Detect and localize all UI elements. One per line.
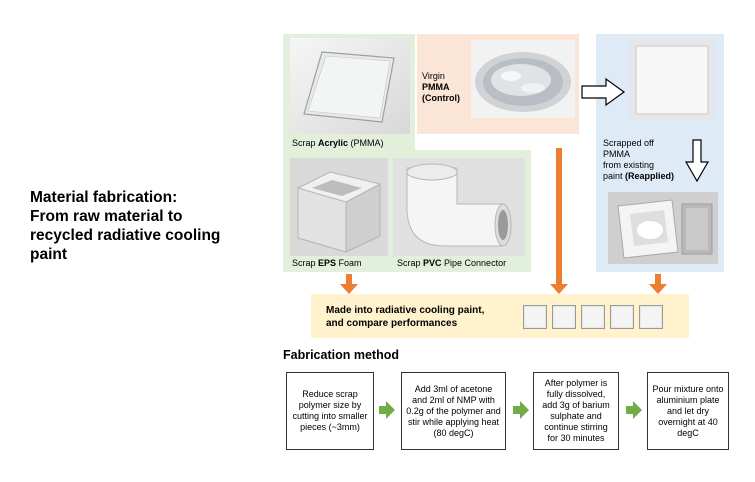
step-2-box: Add 3ml of acetone and 2ml of NMP with 0… — [401, 372, 506, 450]
virgin-pmma-label: Virgin PMMA (Control) — [422, 71, 460, 103]
paint-sample-4 — [610, 305, 634, 329]
paint-sample-3 — [581, 305, 605, 329]
pvc-pipe-photo — [393, 158, 525, 256]
fabrication-method-title: Fabrication method — [283, 348, 399, 362]
orange-arrow-reapplied-icon — [649, 274, 667, 294]
made-into-paint-text: Made into radiative cooling paint, and c… — [326, 305, 485, 329]
white-sample-photo — [630, 40, 714, 120]
scrap-eps-label: Scrap EPS Foam — [292, 258, 362, 268]
title-line-3: recycled radiative cooling — [30, 227, 221, 244]
title-line-2: From raw material to — [30, 208, 183, 225]
title-line-1: Material fabrication: — [30, 189, 178, 206]
pmma-pellets-photo — [471, 40, 575, 118]
step-3-box: After polymer is fully dissolved, add 3g… — [533, 372, 619, 450]
arrow-down-outline-icon — [684, 139, 710, 183]
arrow-right-outline-icon — [581, 77, 626, 107]
scrap-acrylic-label: Scrap Acrylic (PMMA) — [292, 138, 384, 148]
main-title: Material fabrication: From raw material … — [30, 188, 270, 264]
orange-arrow-eps-icon — [340, 274, 358, 294]
scrap-pvc-label: Scrap PVC Pipe Connector — [397, 258, 507, 268]
paint-sample-1 — [523, 305, 547, 329]
paint-sample-2 — [552, 305, 576, 329]
step-1-box: Reduce scrap polymer size by cutting int… — [286, 372, 374, 450]
green-arrow-2-icon — [513, 401, 529, 419]
paint-sample-5 — [639, 305, 663, 329]
scrapped-off-pmma-label: Scrapped off PMMA from existing paint (R… — [603, 138, 675, 181]
green-arrow-3-icon — [626, 401, 642, 419]
orange-arrow-virgin-icon — [550, 148, 568, 294]
eps-foam-photo — [290, 158, 388, 256]
reapplied-powder-photo — [608, 192, 718, 264]
green-arrow-1-icon — [379, 401, 395, 419]
step-4-box: Pour mixture onto aluminium plate and le… — [647, 372, 729, 450]
acrylic-sheet-photo — [290, 38, 410, 134]
title-line-4: paint — [30, 246, 68, 263]
